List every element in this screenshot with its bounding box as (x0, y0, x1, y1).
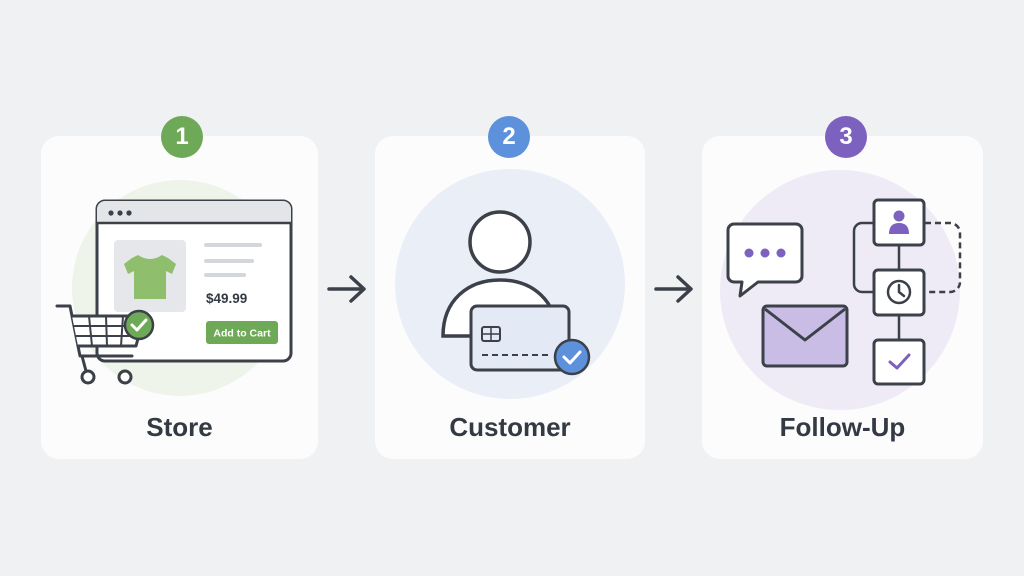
step-1-badge: 1 (161, 116, 203, 158)
follow-up-illustration (720, 170, 962, 410)
arrow-right-icon (327, 275, 366, 303)
product-price: $49.99 (206, 291, 247, 306)
payment-check-icon (553, 338, 591, 376)
step-3-badge: 3 (825, 116, 867, 158)
check-node-icon (872, 338, 926, 386)
follow-up-step-label: Follow-Up (779, 412, 906, 442)
add-to-cart-button[interactable]: Add to Cart (206, 321, 278, 344)
cart-check-icon (123, 309, 155, 341)
step-2-badge: 2 (488, 116, 530, 158)
t-shirt-icon (124, 255, 176, 299)
customer-illustration (395, 169, 625, 399)
user-node-icon (872, 198, 926, 247)
credit-card-icon (469, 304, 571, 372)
store-illustration: $49.99 Add to Cart (55, 180, 293, 396)
workflow-connectors (852, 221, 962, 339)
add-to-cart-label: Add to Cart (213, 328, 271, 340)
chat-bubble-icon (726, 222, 804, 298)
clock-node-icon (872, 268, 926, 317)
store-step-label: Store (146, 412, 213, 442)
arrow-right-icon (654, 275, 693, 303)
email-envelope-icon (761, 304, 849, 368)
customer-step-label: Customer (449, 412, 571, 442)
